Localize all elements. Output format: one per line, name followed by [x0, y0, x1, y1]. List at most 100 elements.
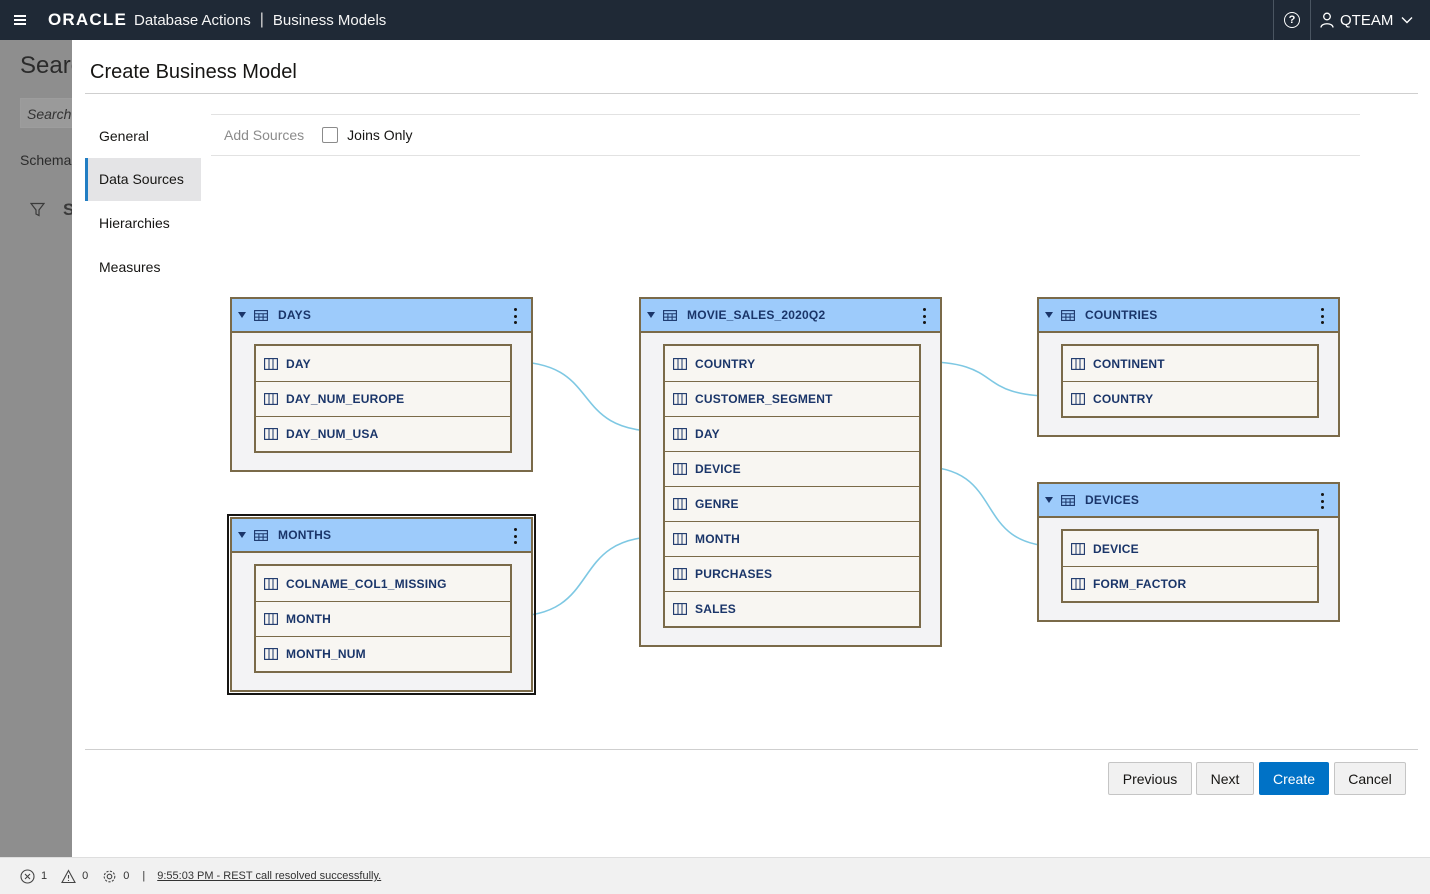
column-name: DAY	[695, 427, 720, 441]
collapse-triangle-icon[interactable]	[1045, 497, 1053, 503]
table-countries[interactable]: COUNTRIES CONTINENT COUNTRY	[1037, 297, 1340, 437]
column-name: COUNTRY	[695, 357, 755, 371]
error-icon[interactable]	[20, 869, 35, 884]
column-list: COLNAME_COL1_MISSINGMONTH MONTH_NUM	[254, 564, 512, 673]
column-country[interactable]: COUNTRY	[665, 346, 919, 381]
column-name: DAY_NUM_USA	[286, 427, 378, 441]
nav-measures[interactable]: Measures	[85, 245, 201, 289]
gear-icon[interactable]	[102, 869, 117, 884]
title-divider	[85, 93, 1418, 94]
table-name: MOVIE_SALES_2020Q2	[687, 308, 825, 322]
column-month-num[interactable]: MONTH_NUM	[256, 636, 510, 671]
joins-only-checkbox[interactable]	[322, 127, 338, 143]
column-icon	[264, 358, 278, 370]
column-icon	[673, 533, 687, 545]
table-icon	[663, 310, 677, 321]
table-header[interactable]: MOVIE_SALES_2020Q2	[641, 299, 940, 333]
column-icon	[264, 648, 278, 660]
column-icon	[264, 613, 278, 625]
column-icon	[1071, 543, 1085, 555]
column-name: MONTH	[695, 532, 740, 546]
collapse-triangle-icon[interactable]	[238, 532, 246, 538]
table-icon	[1061, 310, 1075, 321]
header-separator: |	[260, 11, 264, 29]
column-customer-segment[interactable]: CUSTOMER_SEGMENT	[665, 381, 919, 416]
column-month[interactable]: MONTH	[256, 601, 510, 636]
column-list: CONTINENT COUNTRY	[1061, 344, 1319, 418]
user-icon	[1320, 12, 1334, 28]
column-icon	[264, 393, 278, 405]
column-name: DAY	[286, 357, 311, 371]
joins-only-label: Joins Only	[347, 127, 412, 143]
table-menu-icon[interactable]	[1320, 308, 1324, 324]
column-icon	[1071, 358, 1085, 370]
background-search-input: Search	[20, 98, 80, 128]
status-separator: |	[142, 870, 145, 882]
column-icon	[673, 393, 687, 405]
status-bar: 1 0 0 | 9:55:03 PM - REST call resolved …	[0, 857, 1430, 894]
column-colname-col1-missing[interactable]: COLNAME_COL1_MISSING	[256, 566, 510, 601]
column-country[interactable]: COUNTRY	[1063, 381, 1317, 416]
table-icon	[254, 530, 268, 541]
add-sources-button[interactable]: Add Sources	[224, 127, 304, 143]
collapse-triangle-icon[interactable]	[238, 312, 246, 318]
column-continent[interactable]: CONTINENT	[1063, 346, 1317, 381]
table-months[interactable]: MONTHS COLNAME_COL1_MISSINGMONTH MONTH_NUM	[230, 517, 533, 692]
cancel-button[interactable]: Cancel	[1334, 762, 1406, 795]
column-purchases[interactable]: PURCHASES	[665, 556, 919, 591]
column-name: COUNTRY	[1093, 392, 1153, 406]
column-genre[interactable]: GENRE	[665, 486, 919, 521]
wizard-nav: General Data Sources Hierarchies Measure…	[85, 114, 201, 288]
column-day[interactable]: DAY	[665, 416, 919, 451]
column-day-num-usa[interactable]: DAY_NUM_USA	[256, 416, 510, 451]
column-device[interactable]: DEVICE	[665, 451, 919, 486]
nav-data-sources[interactable]: Data Sources	[85, 158, 201, 202]
footer-divider	[85, 749, 1418, 750]
hamburger-menu-icon[interactable]	[0, 0, 40, 40]
column-name: MONTH_NUM	[286, 647, 366, 661]
nav-general[interactable]: General	[85, 114, 201, 158]
warning-icon[interactable]	[61, 869, 76, 884]
table-header[interactable]: DEVICES	[1039, 484, 1338, 518]
table-header[interactable]: DAYS	[232, 299, 531, 333]
collapse-triangle-icon[interactable]	[1045, 312, 1053, 318]
table-header[interactable]: COUNTRIES	[1039, 299, 1338, 333]
column-list: DEVICE FORM_FACTOR	[1061, 529, 1319, 603]
collapse-triangle-icon[interactable]	[647, 312, 655, 318]
column-form-factor[interactable]: FORM_FACTOR	[1063, 566, 1317, 601]
table-header[interactable]: MONTHS	[232, 519, 531, 553]
section-title: Business Models	[273, 12, 386, 29]
dialog-title: Create Business Model	[90, 61, 297, 84]
table-menu-icon[interactable]	[922, 308, 926, 324]
column-icon	[673, 463, 687, 475]
column-month[interactable]: MONTH	[665, 521, 919, 556]
column-list: COUNTRY CUSTOMER_SEGMENT DAY DEVICEGENRE MON…	[663, 344, 921, 628]
table-menu-icon[interactable]	[1320, 493, 1324, 509]
help-button[interactable]: ?	[1273, 0, 1311, 40]
status-message-link[interactable]: 9:55:03 PM - REST call resolved successf…	[157, 870, 381, 882]
column-name: SALES	[695, 602, 736, 616]
column-day-num-europe[interactable]: DAY_NUM_EUROPE	[256, 381, 510, 416]
warning-count: 0	[82, 870, 88, 882]
table-days[interactable]: DAYS DAY DAY_NUM_EUROPE DAY_NUM_USA	[230, 297, 533, 472]
column-sales[interactable]: SALES	[665, 591, 919, 626]
table-devices[interactable]: DEVICES DEVICE FORM_FACTOR	[1037, 482, 1340, 622]
column-icon	[673, 428, 687, 440]
column-day[interactable]: DAY	[256, 346, 510, 381]
nav-hierarchies[interactable]: Hierarchies	[85, 201, 201, 245]
table-menu-icon[interactable]	[513, 528, 517, 544]
data-sources-toolbar: Add Sources Joins Only	[211, 114, 1360, 156]
column-icon	[673, 603, 687, 615]
create-button[interactable]: Create	[1259, 762, 1329, 795]
filter-icon	[30, 202, 45, 217]
column-name: FORM_FACTOR	[1093, 577, 1186, 591]
column-icon	[673, 498, 687, 510]
next-button[interactable]: Next	[1196, 762, 1254, 795]
table-movie-sales-2020q2[interactable]: MOVIE_SALES_2020Q2COUNTRY CUSTOMER_SEGMEN…	[639, 297, 942, 647]
table-menu-icon[interactable]	[513, 308, 517, 324]
previous-button[interactable]: Previous	[1108, 762, 1192, 795]
column-icon	[264, 428, 278, 440]
user-menu-button[interactable]: QTEAM	[1320, 0, 1413, 40]
column-device[interactable]: DEVICE	[1063, 531, 1317, 566]
table-icon	[254, 310, 268, 321]
